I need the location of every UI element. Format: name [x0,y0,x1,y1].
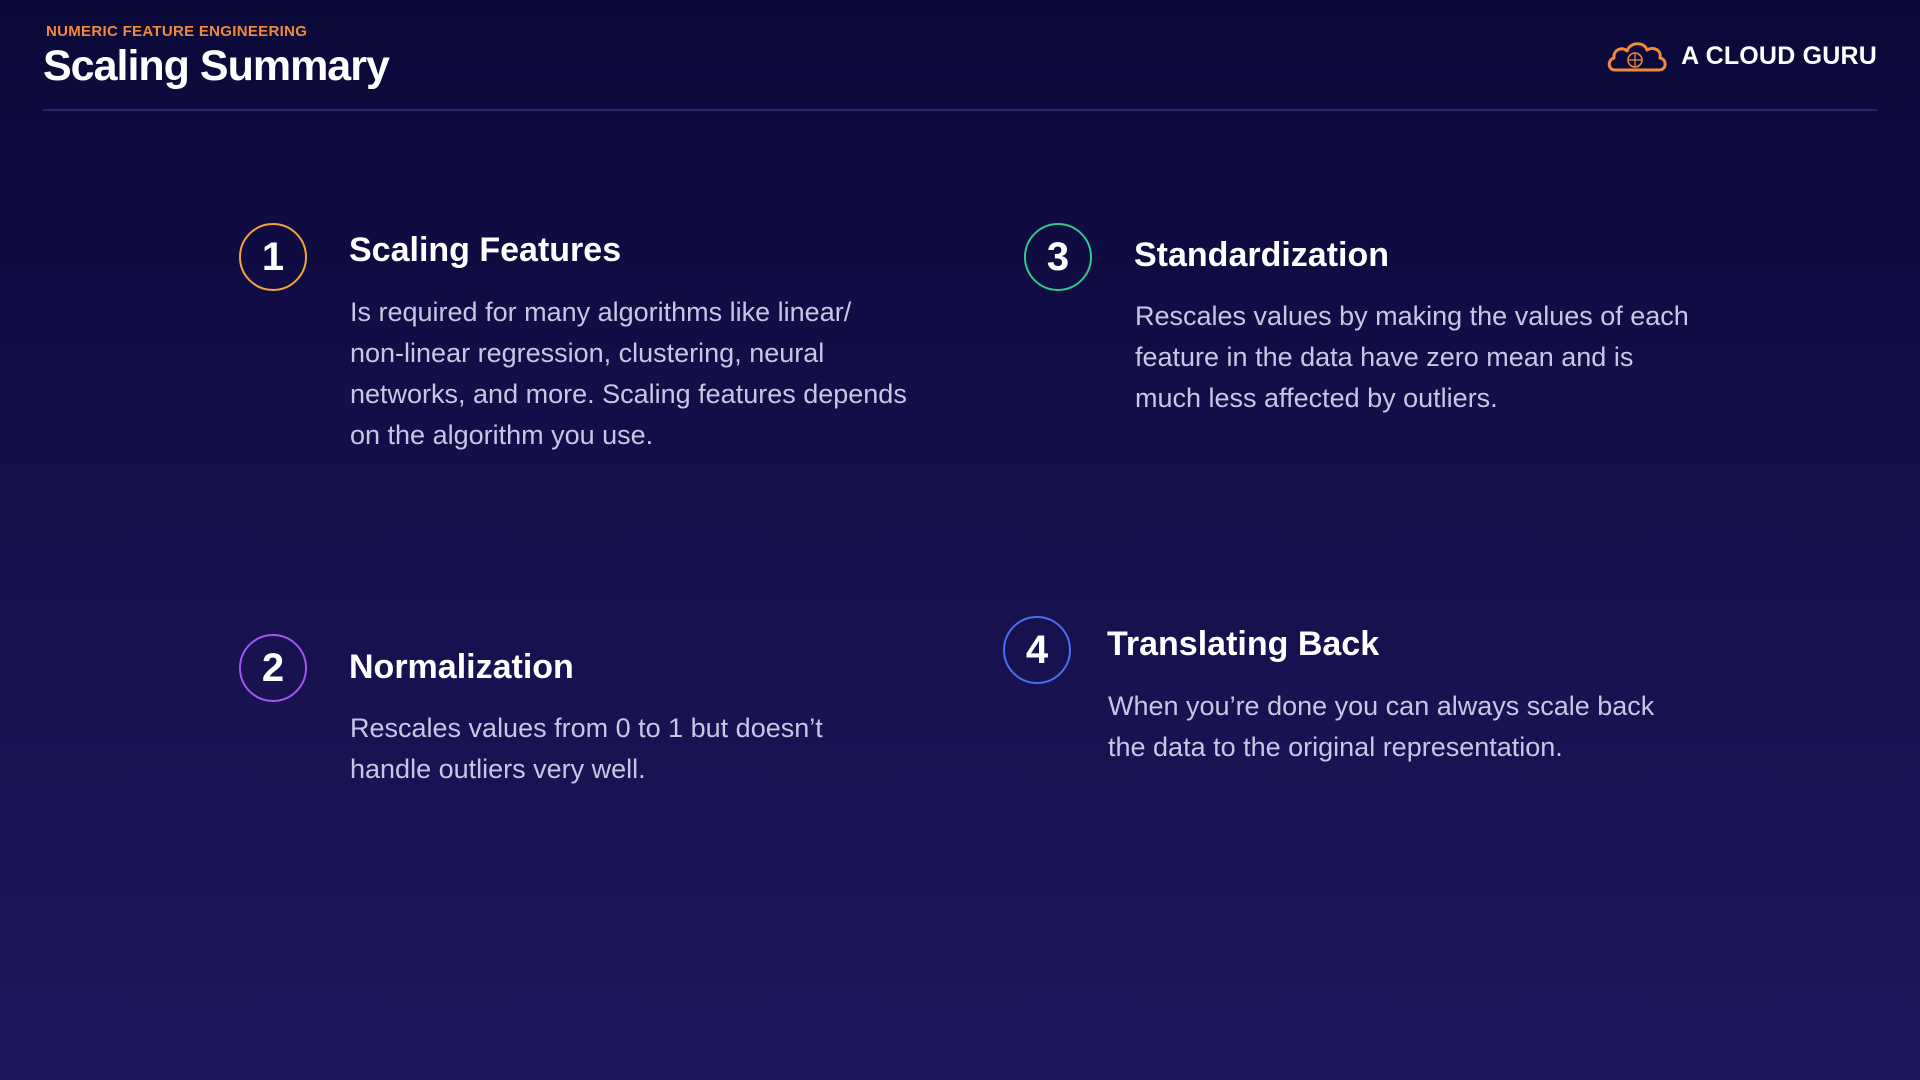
item-title: Standardization [1134,236,1390,274]
item-title: Scaling Features [349,231,622,269]
step-number-badge: 2 [239,634,307,702]
cloud-logo-icon [1605,36,1669,76]
item-description: When you’re done you can always scale ba… [1108,691,1655,762]
item-description: Rescales values by making the values of … [1135,301,1689,413]
item-title: Translating Back [1107,625,1380,663]
section-eyebrow: NUMERIC FEATURE ENGINEERING [46,23,308,40]
item-title: Normalization [349,648,574,686]
brand-logo: A CLOUD GURU [1605,36,1877,76]
item-description: Is required for many algorithms like lin… [350,297,907,450]
item-description: Rescales values from 0 to 1 but doesn’t … [350,713,823,784]
step-number-badge: 1 [239,223,307,291]
brand-name: A CLOUD GURU [1681,41,1877,70]
slide-header: NUMERIC FEATURE ENGINEERING Scaling Summ… [43,0,1877,111]
page-title: Scaling Summary [43,42,390,90]
step-number-badge: 3 [1024,223,1092,291]
step-number-badge: 4 [1003,616,1071,684]
